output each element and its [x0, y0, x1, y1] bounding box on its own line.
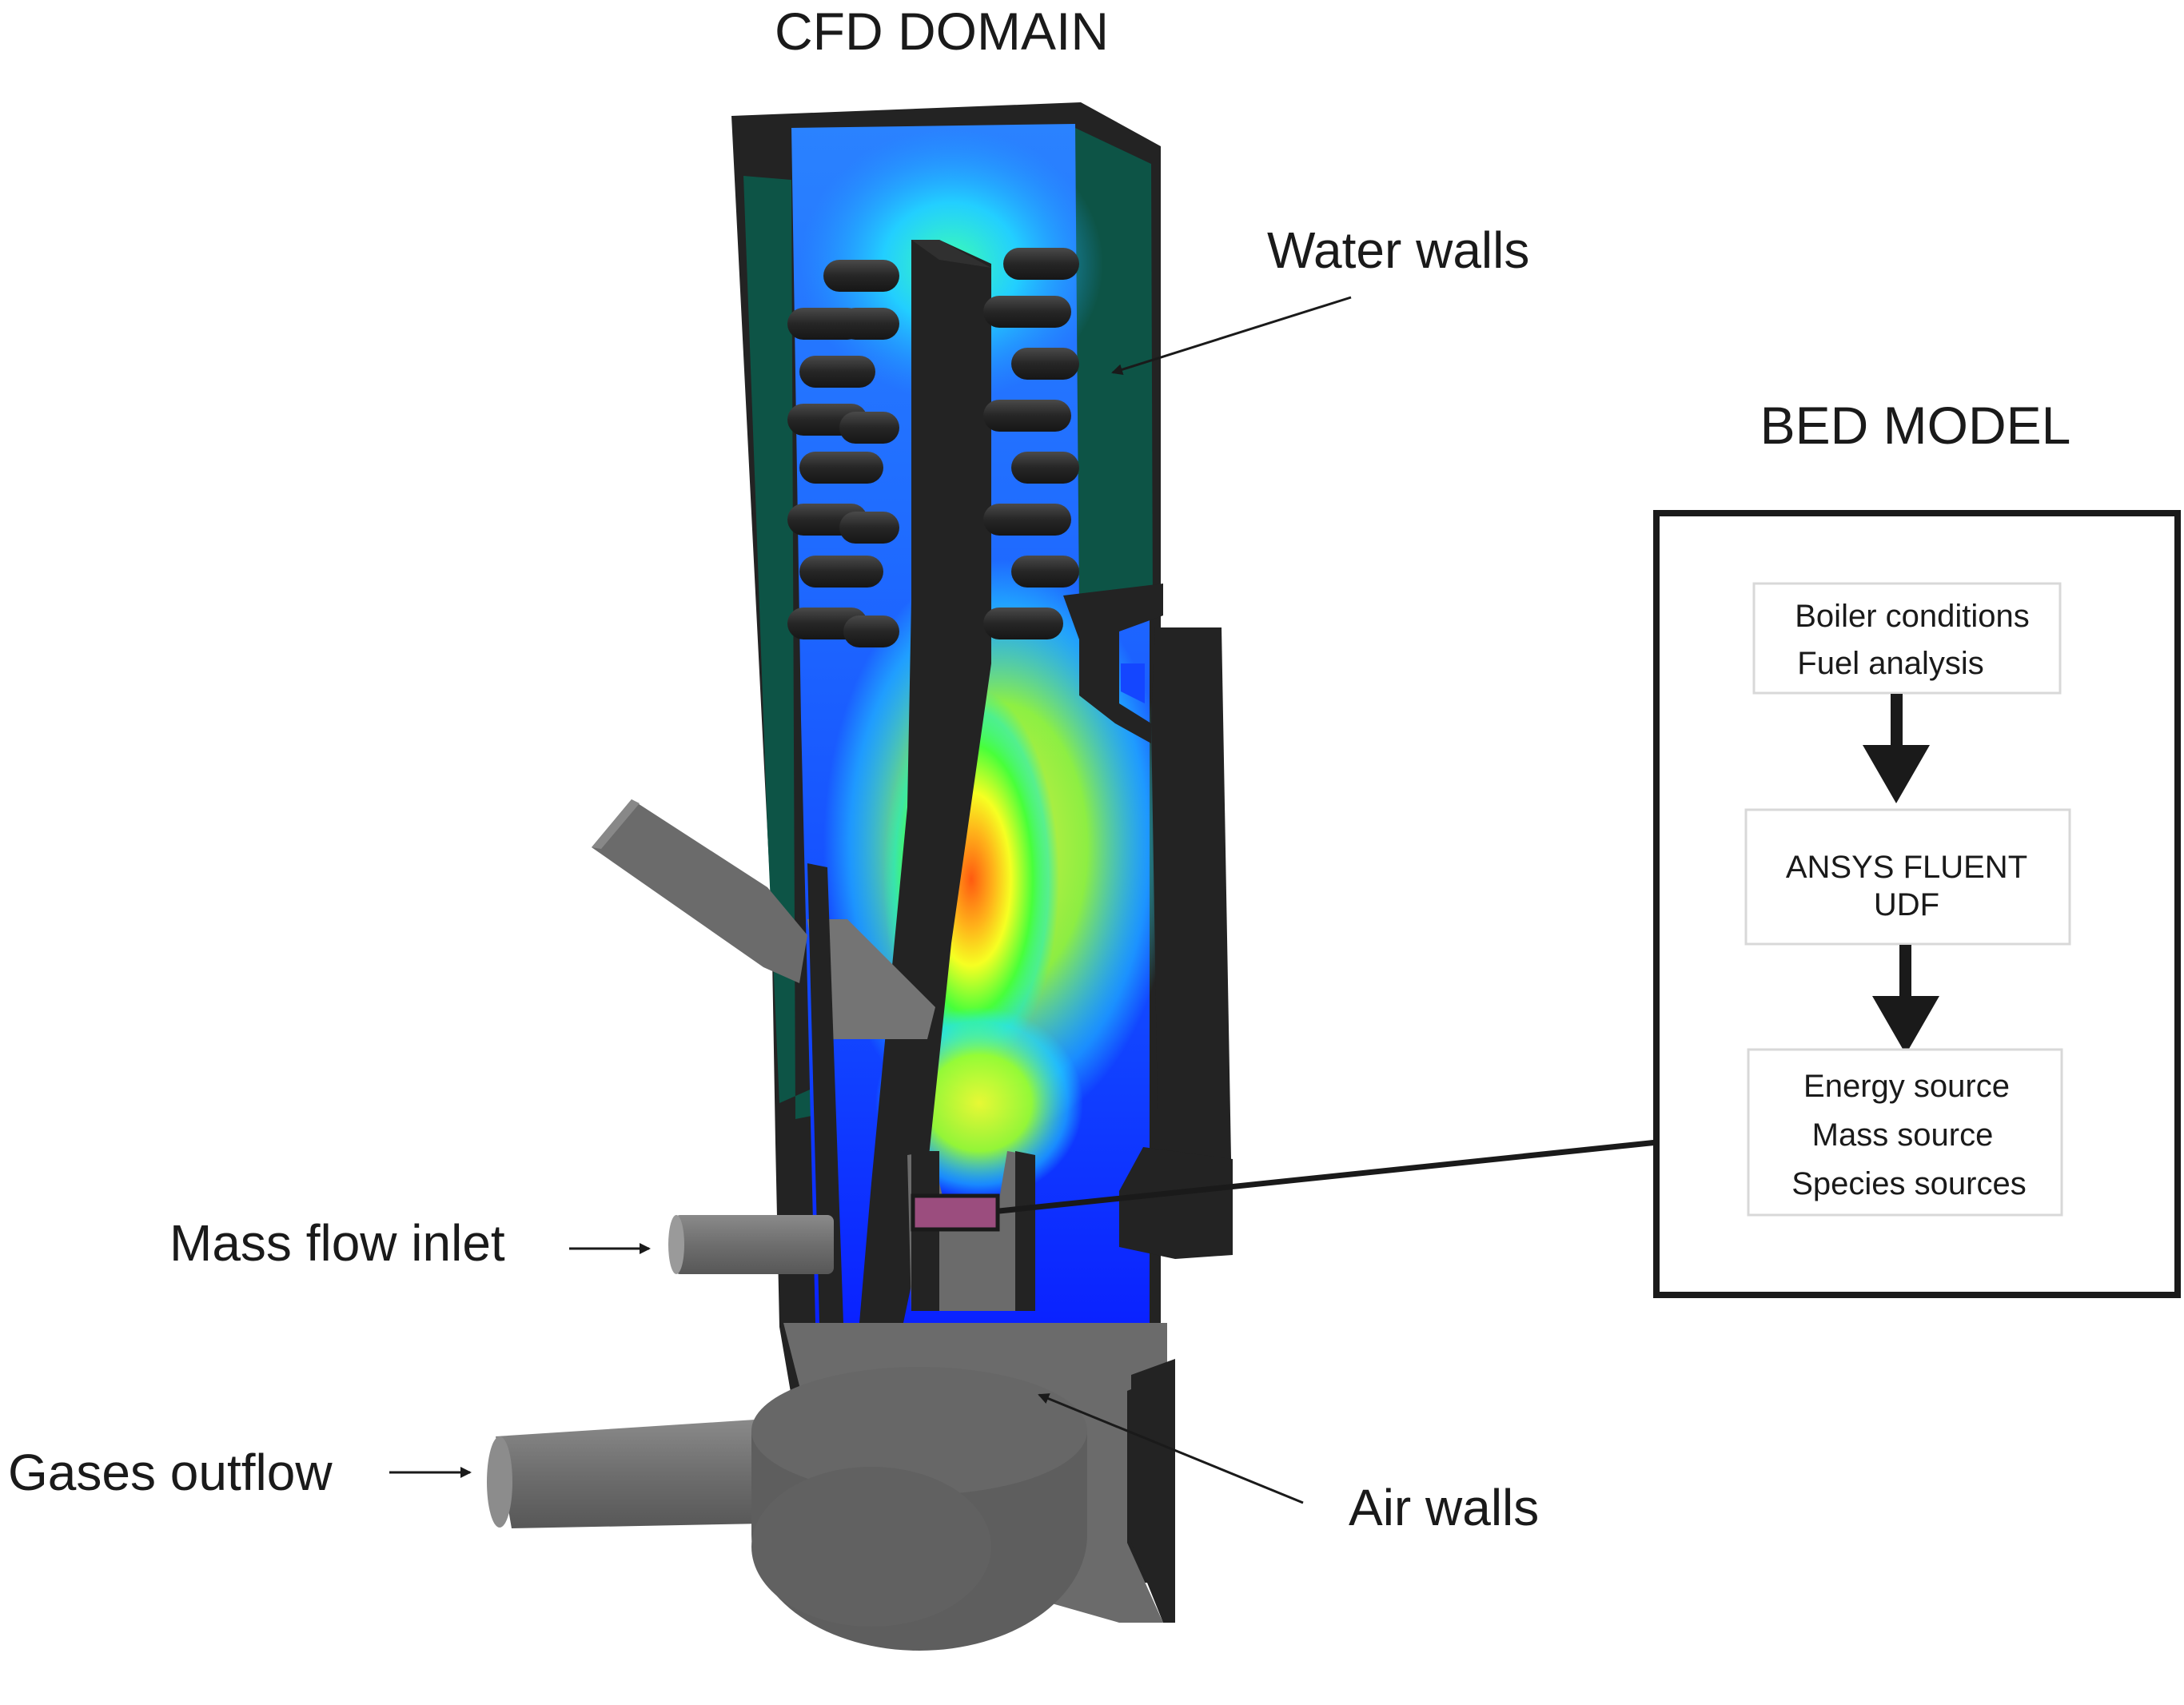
- cyclone-top: [751, 1367, 1087, 1495]
- water-walls-arrow: [1111, 296, 1352, 376]
- left-divider: [807, 863, 843, 1323]
- udf-box: [1744, 808, 2071, 946]
- right-wall-bracket: [1119, 1147, 1233, 1259]
- right-wall-upper: [1063, 584, 1163, 743]
- water-wall-left: [743, 176, 815, 1119]
- tube-bank-right: [983, 248, 1079, 639]
- water-walls-label: Water walls: [1267, 221, 1529, 279]
- inputs-boiler-conditions: Boiler conditions: [1795, 599, 2030, 634]
- udf-label: UDF: [1874, 887, 1939, 922]
- sources-species: Species sources: [1791, 1166, 2026, 1201]
- air-walls-arrow: [1038, 1393, 1304, 1504]
- bed-link-line: [998, 1129, 1750, 1214]
- cfd-domain-title: CFD DOMAIN: [775, 2, 1109, 61]
- feed-chute-top: [592, 799, 640, 849]
- water-wall-right: [1075, 128, 1153, 608]
- bed-model-title: BED MODEL: [1760, 396, 2071, 455]
- gases-outflow-label: Gases outflow: [8, 1444, 333, 1501]
- feed-chute: [592, 799, 807, 983]
- udf-ansys-fluent: ANSYS FLUENT: [1786, 850, 2027, 885]
- right-wall-inner-notch: [1121, 663, 1145, 703]
- feed-chute-inner: [807, 919, 935, 1039]
- central-partition-tip: [911, 240, 991, 268]
- cyclone-front: [751, 1467, 991, 1627]
- sources-mass: Mass source: [1812, 1117, 1994, 1153]
- sources-box: [1747, 1048, 2063, 1217]
- bed-zone: [911, 1193, 1000, 1232]
- right-wall-lower: [1151, 627, 1231, 1207]
- grate-cup-shadow-right: [1015, 1151, 1035, 1311]
- air-walls-label: Air walls: [1349, 1479, 1539, 1536]
- inputs-box: [1752, 582, 2062, 695]
- central-partition: [859, 240, 991, 1323]
- boiler-model: [487, 102, 1233, 1651]
- mass-flow-inlet-label: Mass flow inlet: [169, 1214, 505, 1272]
- gases-outflow-duct-end: [487, 1436, 512, 1528]
- flow-arrow-2: [1872, 945, 1939, 1054]
- mass-flow-inlet-pipe-end: [668, 1215, 684, 1274]
- inputs-fuel-analysis: Fuel analysis: [1797, 646, 1983, 681]
- flow-arrow-1: [1863, 694, 1930, 803]
- air-wall-block-right: [1131, 1359, 1175, 1623]
- sources-energy: Energy source: [1803, 1069, 2010, 1104]
- mass-flow-inlet-pipe: [674, 1215, 834, 1274]
- tube-bank-left: [787, 260, 899, 647]
- gases-outflow-duct: [496, 1419, 815, 1528]
